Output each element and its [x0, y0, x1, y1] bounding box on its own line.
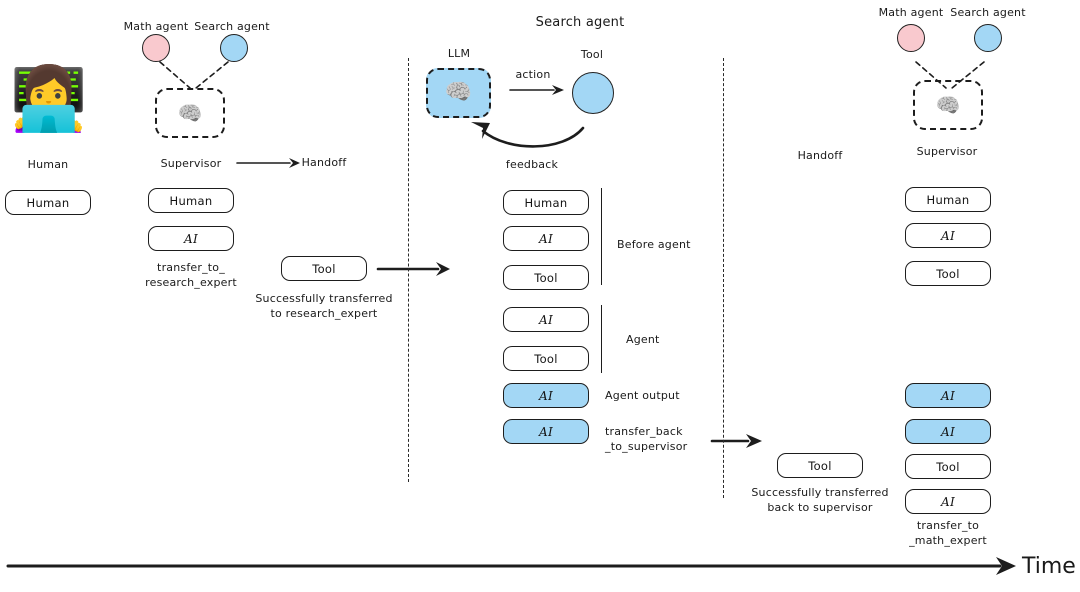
- time-axis-arrow-head: [996, 557, 1016, 575]
- search-agent-label-right: Search agent: [950, 6, 1026, 19]
- action-arrow-head: [552, 85, 564, 95]
- message-box-ai-supervisor-right-1[interactable]: AI: [905, 223, 991, 248]
- handoff-right-annotation: Successfully transferred back to supervi…: [751, 486, 889, 514]
- action-label: action: [515, 68, 551, 81]
- message-box-tool-supervisor-right-2[interactable]: Tool: [905, 454, 991, 479]
- agent-output-label: Agent output: [605, 389, 680, 402]
- tool-node[interactable]: [572, 72, 614, 114]
- message-box-human-supervisor-left[interactable]: Human: [148, 188, 234, 213]
- handoff-arrow-left-head: [289, 158, 300, 168]
- handoff-left-annotation: Successfully transferred to research_exp…: [255, 292, 393, 320]
- search-agent-node-right[interactable]: [974, 24, 1002, 52]
- human-avatar-icon: 👩‍💻: [10, 62, 88, 135]
- transfer-back-arrow-head: [746, 434, 762, 448]
- message-box-ai-supervisor-right-2[interactable]: AI: [905, 383, 991, 408]
- message-box-ai-supervisor-right-3[interactable]: AI: [905, 419, 991, 444]
- bracket-label-before-agent: Before agent: [617, 238, 691, 251]
- transfer-back-to-supervisor-annotation: transfer_back _to_supervisor: [605, 425, 688, 453]
- search-agent-title: Search agent: [535, 15, 625, 30]
- search-agent-label-left: Search agent: [194, 20, 270, 33]
- transfer-to-math-expert-annotation: transfer_to _math_expert: [909, 519, 987, 547]
- feedback-arrow-head: [471, 122, 490, 139]
- message-box-tool-handoff-left[interactable]: Tool: [281, 256, 367, 281]
- message-box-human-agent[interactable]: Human: [503, 190, 589, 215]
- to-agent-arrow-head: [436, 262, 450, 276]
- supervisor-caption-left: Supervisor: [160, 157, 222, 170]
- transfer-to-research-expert-annotation: transfer_to_ research_expert: [145, 261, 237, 289]
- message-box-human-supervisor-right[interactable]: Human: [905, 187, 991, 212]
- message-box-ai-transfer-back[interactable]: AI: [503, 419, 589, 444]
- math-agent-node-right[interactable]: [897, 24, 925, 52]
- message-box-tool-agent-2[interactable]: Tool: [503, 346, 589, 371]
- connector-math-to-supervisor-left: [159, 61, 191, 89]
- llm-node[interactable]: 🧠: [426, 68, 491, 118]
- bracket-before-agent: [601, 188, 602, 285]
- llm-label: LLM: [447, 47, 471, 60]
- message-box-ai-agent-1[interactable]: AI: [503, 226, 589, 251]
- handoff-label-left: Handoff: [301, 156, 347, 169]
- bracket-label-agent: Agent: [626, 333, 660, 346]
- message-box-tool-supervisor-right-1[interactable]: Tool: [905, 261, 991, 286]
- message-box-tool-agent-1[interactable]: Tool: [503, 265, 589, 290]
- feedback-arrow: [481, 126, 585, 148]
- connector-search-to-supervisor-left: [195, 61, 229, 89]
- supervisor-node-left[interactable]: 🧠: [155, 88, 225, 138]
- separator-dashed-right: [723, 58, 724, 498]
- search-agent-node-left[interactable]: [220, 34, 248, 62]
- bracket-agent: [601, 305, 602, 373]
- tool-label: Tool: [580, 48, 604, 61]
- handoff-label-right: Handoff: [797, 149, 843, 162]
- human-caption: Human: [27, 158, 69, 171]
- message-box-ai-agent-2[interactable]: AI: [503, 307, 589, 332]
- brain-icon: 🧠: [444, 80, 473, 105]
- math-agent-label-right: Math agent: [878, 6, 944, 19]
- message-box-tool-handoff-right[interactable]: Tool: [777, 453, 863, 478]
- brain-icon: 🧠: [935, 93, 961, 117]
- math-agent-label-left: Math agent: [123, 20, 189, 33]
- message-box-ai-supervisor-right-4[interactable]: AI: [905, 489, 991, 514]
- separator-dashed-left: [408, 58, 409, 482]
- supervisor-node-right[interactable]: 🧠: [913, 80, 983, 130]
- feedback-label: feedback: [505, 158, 559, 171]
- supervisor-caption-right: Supervisor: [916, 145, 978, 158]
- message-box-ai-supervisor-left[interactable]: AI: [148, 226, 234, 251]
- message-box-human-left[interactable]: Human: [5, 190, 91, 215]
- time-axis-label: Time: [1022, 554, 1076, 579]
- brain-icon: 🧠: [177, 101, 203, 125]
- message-box-ai-agent-output[interactable]: AI: [503, 383, 589, 408]
- math-agent-node-left[interactable]: [142, 34, 170, 62]
